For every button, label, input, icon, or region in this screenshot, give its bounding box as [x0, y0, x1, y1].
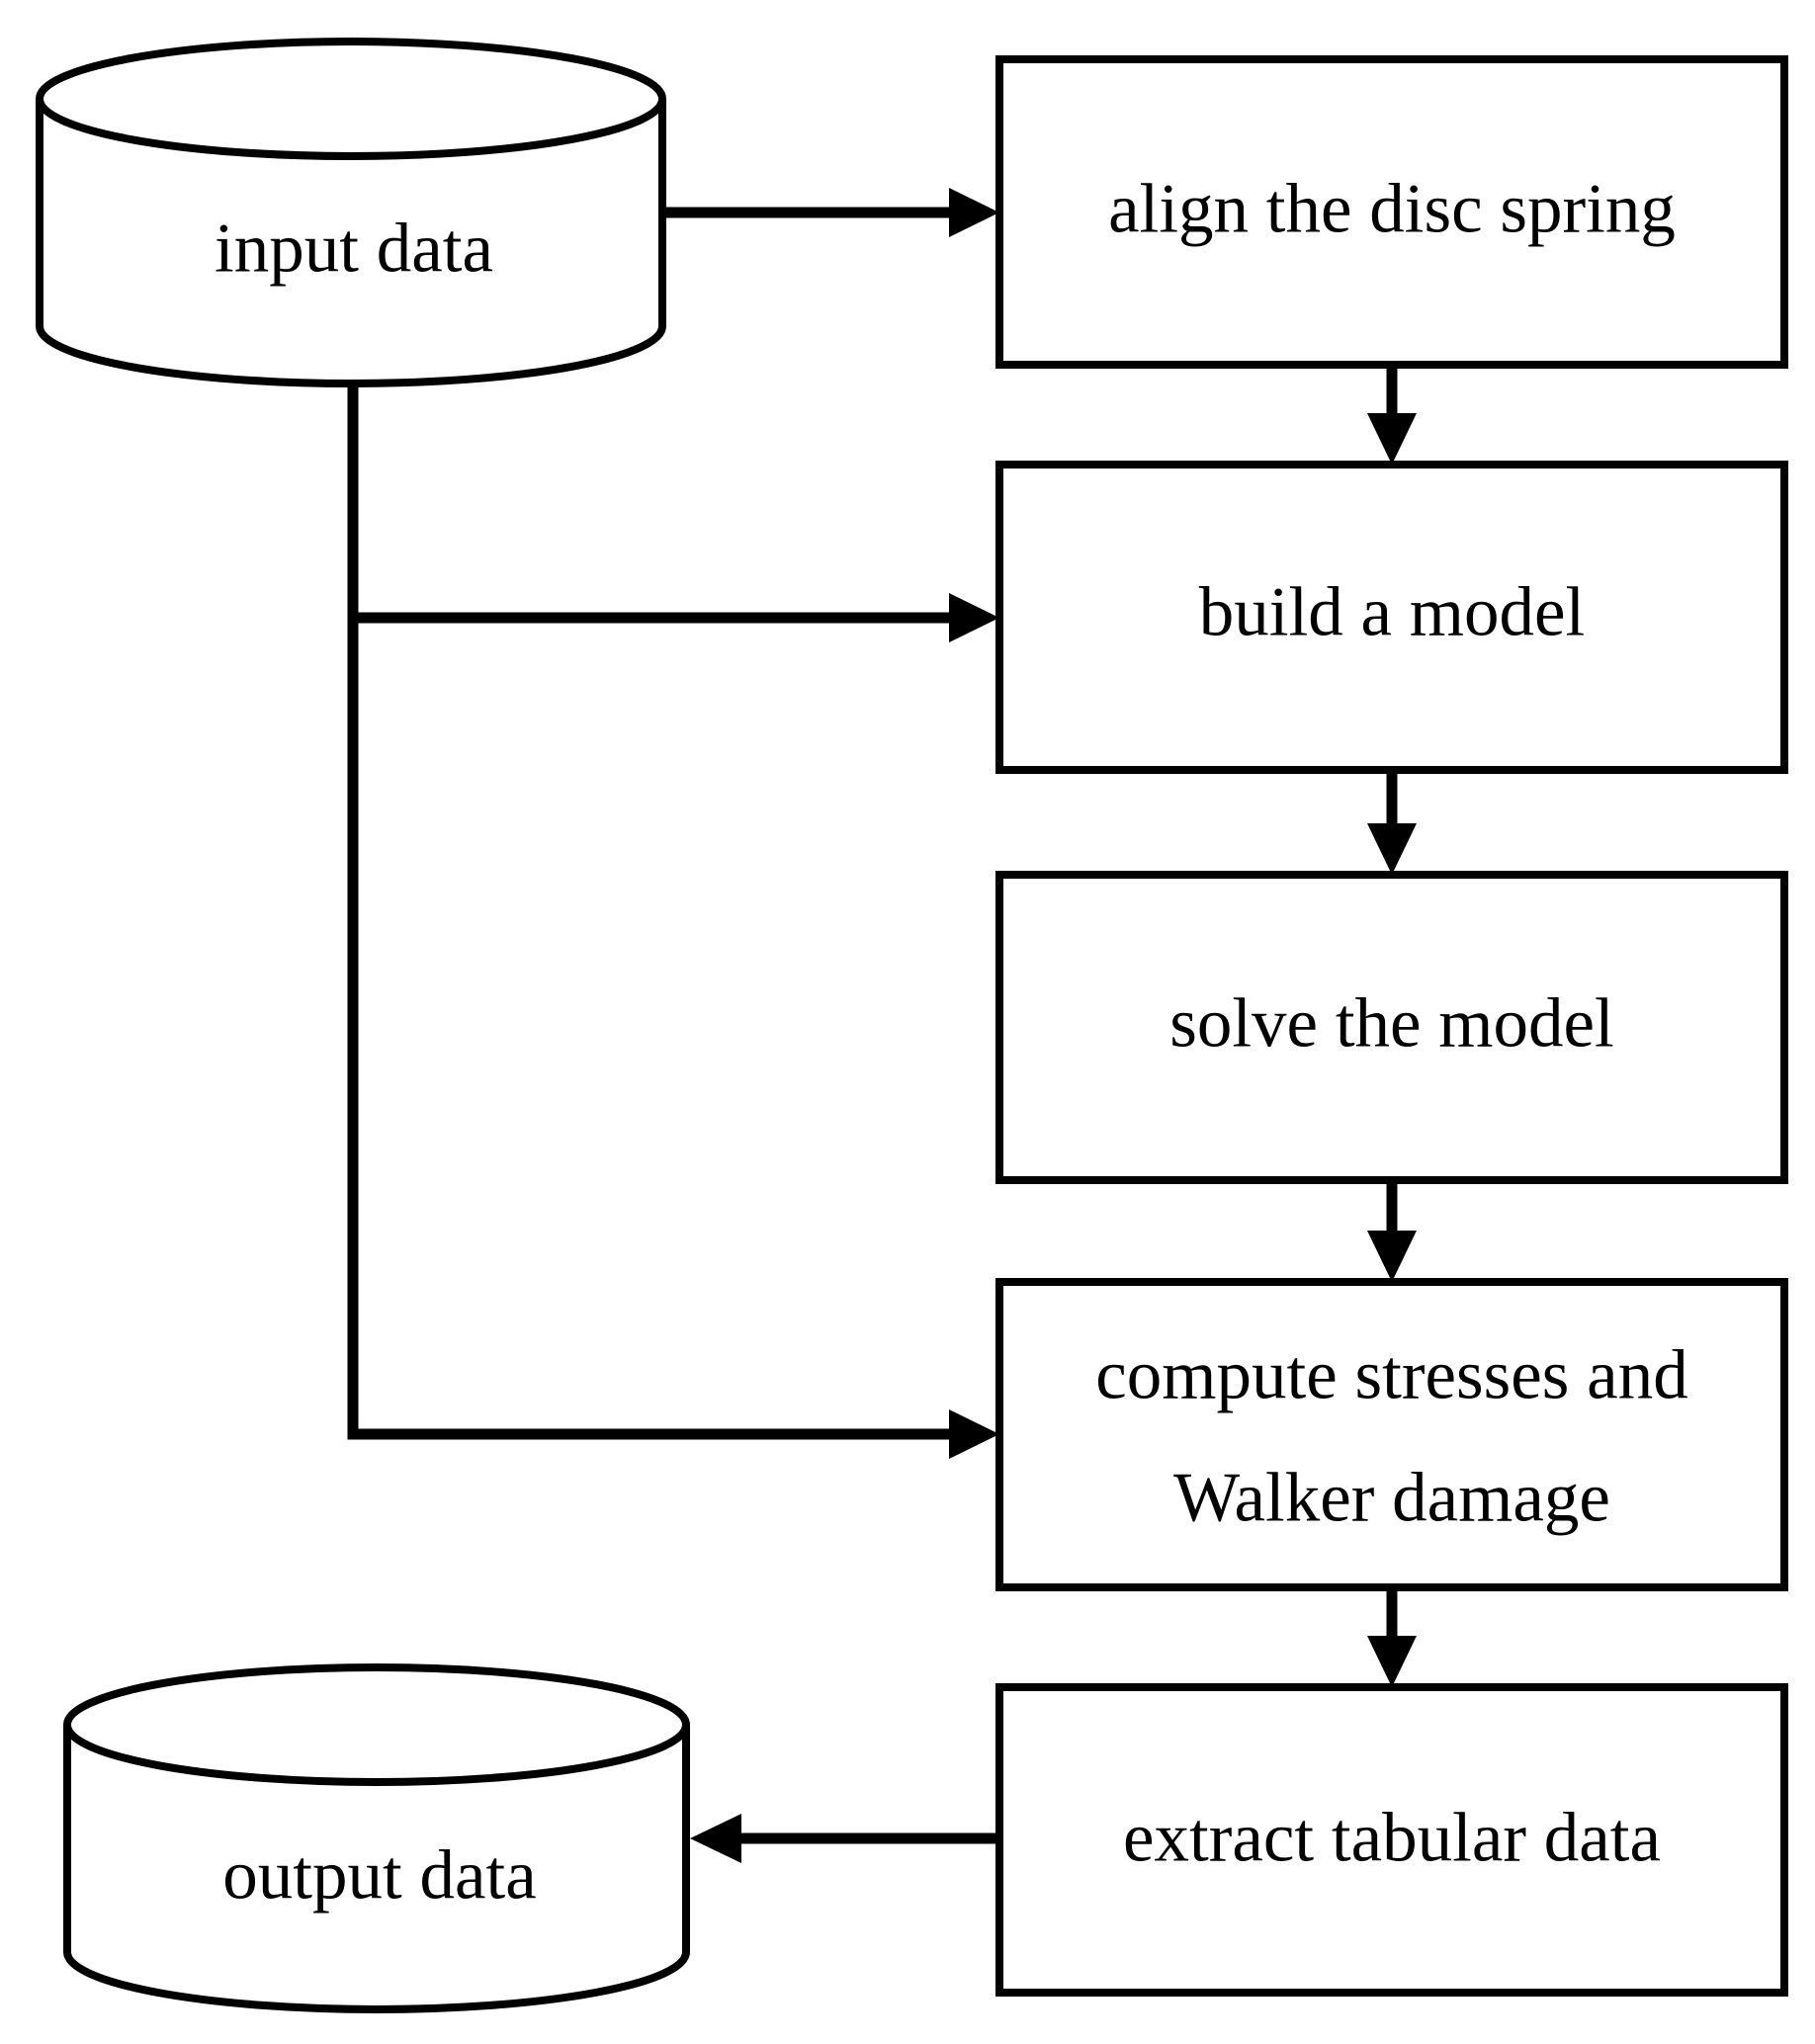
edge-align-to-build-arrowhead: [1367, 413, 1417, 465]
output-data-label: output data: [222, 1836, 536, 1914]
build-box: [995, 461, 1788, 774]
edge-solve-to-compute: [1367, 1184, 1417, 1282]
edge-input-to-align: [666, 188, 999, 237]
edge-extract-to-output: [690, 1814, 995, 1863]
node-align: align the disc spring: [995, 55, 1788, 369]
node-build: build a model: [995, 461, 1788, 774]
node-compute: compute stresses and Walker damage: [995, 1278, 1788, 1591]
solve-box: [995, 871, 1788, 1184]
input-data-cylinder-body: [36, 99, 666, 387]
align-label: align the disc spring: [1108, 170, 1676, 247]
compute-label-line2: Walker damage: [1173, 1459, 1610, 1536]
edge-input-to-compute-arrowhead: [949, 1409, 999, 1459]
edge-input-to-build-arrowhead: [949, 593, 999, 642]
edge-extract-to-output-arrowhead: [690, 1814, 741, 1863]
edge-input-to-align-arrowhead: [949, 188, 999, 237]
extract-box: [995, 1683, 1788, 1997]
output-data-cylinder-top: [63, 1663, 690, 1786]
input-data-cylinder-top: [36, 38, 666, 160]
edge-compute-to-extract: [1367, 1591, 1417, 1687]
edge-input-to-compute-line: [347, 387, 957, 1440]
build-label: build a model: [1199, 573, 1585, 650]
node-output-data: output data: [63, 1663, 690, 2013]
input-data-label: input data: [215, 210, 493, 287]
edge-build-to-solve: [1367, 774, 1417, 875]
align-box: [995, 55, 1788, 369]
edge-build-to-solve-arrowhead: [1367, 823, 1417, 875]
edge-input-trunk: [347, 387, 999, 1459]
compute-label-line1: compute stresses and: [1095, 1336, 1687, 1413]
edge-solve-to-compute-arrowhead: [1367, 1231, 1417, 1282]
node-solve: solve the model: [995, 871, 1788, 1184]
solve-label: solve the model: [1169, 984, 1614, 1062]
extract-label: extract tabular data: [1123, 1799, 1661, 1876]
node-input-data: input data: [36, 38, 666, 387]
compute-box: [995, 1278, 1788, 1591]
node-extract: extract tabular data: [995, 1683, 1788, 1997]
edge-compute-to-extract-arrowhead: [1367, 1636, 1417, 1687]
edge-align-to-build: [1367, 369, 1417, 465]
output-data-cylinder-body: [63, 1725, 690, 2013]
